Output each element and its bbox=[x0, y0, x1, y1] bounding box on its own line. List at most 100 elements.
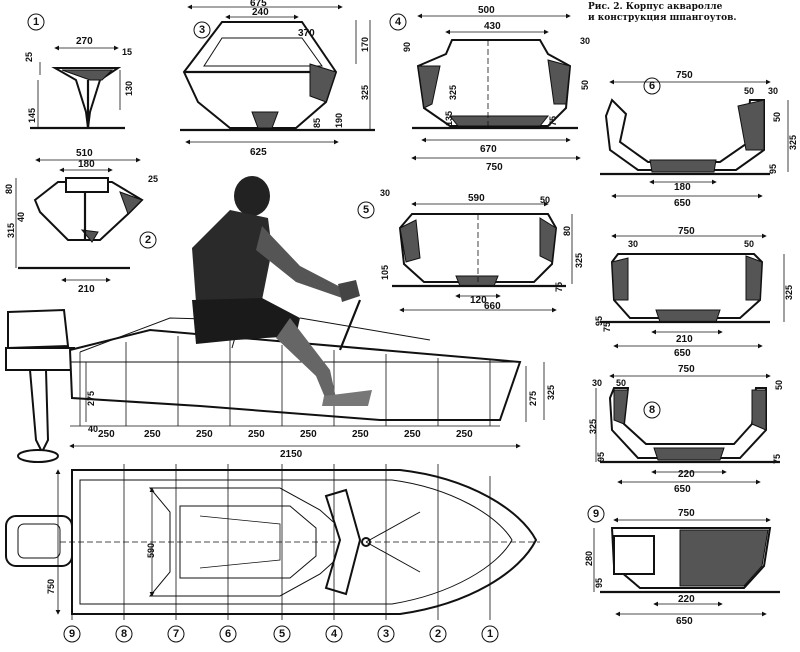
frame-4-drawing: 4 500 430 30 90 50 325 135 75 670 750 bbox=[389, 5, 590, 173]
plan-station-2-circle bbox=[429, 625, 447, 643]
side-spacing-8: 250 bbox=[456, 429, 473, 440]
side-spacing-labels: 250 250 250 250 250 250 250 250 bbox=[98, 429, 473, 440]
frame-6-label-50b: 50 bbox=[772, 112, 782, 122]
frame-3-label-675: 675 bbox=[250, 0, 267, 9]
plan-steering-frame bbox=[324, 488, 362, 596]
frame-9-inner-box bbox=[613, 535, 655, 575]
frame-1-hatch bbox=[61, 69, 114, 81]
frame-6-label-180: 180 bbox=[674, 182, 691, 193]
plan-station-5-number: 5 bbox=[279, 628, 285, 640]
frame-5-label-50: 50 bbox=[540, 195, 550, 205]
frame-9-label-280: 280 bbox=[584, 551, 594, 566]
frame-4-label-50: 50 bbox=[580, 80, 590, 90]
frame-6-hatch-bottom bbox=[649, 159, 717, 173]
frame-8-hatch-left bbox=[613, 389, 629, 425]
frame-7-label-750: 750 bbox=[678, 226, 695, 237]
frame-5-number: 5 bbox=[363, 204, 369, 216]
frame-4-label-430: 430 bbox=[484, 21, 501, 32]
rider-torso bbox=[192, 210, 272, 302]
frame-1-label-25: 25 bbox=[24, 52, 34, 62]
rider-head bbox=[234, 176, 270, 216]
frame-6-number: 6 bbox=[649, 80, 655, 92]
side-label-325: 325 bbox=[546, 385, 556, 400]
plan-station-numbers: 9 8 7 6 5 4 3 2 1 bbox=[63, 625, 499, 643]
plan-station-2-number: 2 bbox=[435, 628, 441, 640]
frame-7-hatch-left bbox=[611, 257, 629, 301]
frame-1-label-145: 145 bbox=[27, 108, 37, 123]
frame-9-label-220: 220 bbox=[678, 594, 695, 605]
frame-6-label-95: 95 bbox=[768, 164, 778, 174]
plan-seat bbox=[179, 505, 317, 579]
frame-5-label-105: 105 bbox=[380, 265, 390, 280]
plan-cockpit bbox=[148, 487, 341, 597]
outboard-motor-leg bbox=[28, 369, 50, 455]
frame-6-hatch-right bbox=[737, 99, 765, 151]
frame-3-label-170: 170 bbox=[360, 37, 370, 52]
frame-3-hatch-right bbox=[309, 63, 337, 103]
frame-4-label-750: 750 bbox=[486, 162, 503, 173]
rider-leg bbox=[276, 318, 336, 400]
plan-steering-linkage bbox=[365, 511, 421, 573]
frame-1-number: 1 bbox=[33, 16, 39, 28]
frame-5-label-590: 590 bbox=[468, 193, 485, 204]
frame-7-label-30: 30 bbox=[628, 239, 638, 249]
frame-5-hatch-bottom bbox=[455, 275, 499, 287]
frame-8-label-325: 325 bbox=[588, 419, 598, 434]
frame-3-label-325: 325 bbox=[360, 85, 370, 100]
frame-3-label-625: 625 bbox=[250, 147, 267, 158]
plan-station-1-circle bbox=[481, 625, 499, 643]
side-spacing-3: 250 bbox=[196, 429, 213, 440]
figure-caption: Рис. 2. Корпус акваролле и конструкция ш… bbox=[588, 2, 737, 23]
frame-3-label-240: 240 bbox=[252, 7, 269, 18]
plan-seat-detail bbox=[199, 515, 281, 569]
frame-8-label-750: 750 bbox=[678, 364, 695, 375]
frame-2-label-210: 210 bbox=[78, 284, 95, 295]
frame-7-label-75: 75 bbox=[602, 322, 612, 332]
rider-foot bbox=[322, 390, 372, 406]
side-label-40: 40 bbox=[88, 424, 98, 434]
frame-4-label-135: 135 bbox=[444, 111, 454, 126]
plan-label-590: 590 bbox=[146, 543, 156, 558]
frame-6-label-325: 325 bbox=[788, 135, 798, 150]
frame-6-marker-circle bbox=[643, 77, 661, 95]
frame-2-top-box bbox=[65, 177, 109, 193]
frame-2-label-315: 315 bbox=[6, 223, 16, 238]
frame-8-label-75: 75 bbox=[772, 454, 782, 464]
side-label-275-left: 275 bbox=[86, 391, 96, 406]
frame-5-label-660: 660 bbox=[484, 301, 501, 312]
outboard-motor-body bbox=[5, 347, 76, 371]
frame-3-label-190: 190 bbox=[334, 113, 344, 128]
side-label-275-right: 275 bbox=[528, 391, 538, 406]
plan-station-4-number: 4 bbox=[331, 628, 338, 640]
frame-2-label-40: 40 bbox=[16, 212, 26, 222]
frame-8-label-220: 220 bbox=[678, 469, 695, 480]
frame-8-label-95: 95 bbox=[596, 452, 606, 462]
frame-7-label-210: 210 bbox=[676, 334, 693, 345]
side-spacing-2: 250 bbox=[144, 429, 161, 440]
frame-7-label-650: 650 bbox=[674, 348, 691, 359]
plan-station-1-number: 1 bbox=[487, 628, 493, 640]
frame-2-marker-circle bbox=[139, 231, 157, 249]
caption-line-2: и конструкция шпангоутов. bbox=[588, 13, 737, 23]
side-view: 275 40 275 325 250 250 250 250 250 250 2… bbox=[5, 176, 556, 463]
side-deck-line bbox=[299, 317, 431, 341]
frame-8-drawing: 8 750 30 50 50 325 95 75 220 650 bbox=[588, 364, 784, 495]
frame-3-label-85: 85 bbox=[312, 118, 322, 128]
outboard-motor-hood bbox=[7, 308, 70, 350]
frame-6-label-30: 30 bbox=[768, 86, 778, 96]
frame-8-label-50b: 50 bbox=[774, 380, 784, 390]
plan-station-7-circle bbox=[167, 625, 185, 643]
frame-7-hatch-bottom bbox=[655, 309, 721, 323]
frame-2-label-80: 80 bbox=[4, 184, 14, 194]
frame-4-label-90: 90 bbox=[402, 42, 412, 52]
frame-3-marker-circle bbox=[193, 21, 211, 39]
frame-9-hatch-right bbox=[679, 529, 769, 587]
rider-shorts bbox=[192, 298, 300, 344]
plan-station-4-circle bbox=[325, 625, 343, 643]
plan-station-7-number: 7 bbox=[173, 628, 179, 640]
frame-7-label-95: 95 bbox=[594, 316, 604, 326]
side-frame-lines bbox=[79, 336, 491, 426]
frame-7-label-50: 50 bbox=[744, 239, 754, 249]
